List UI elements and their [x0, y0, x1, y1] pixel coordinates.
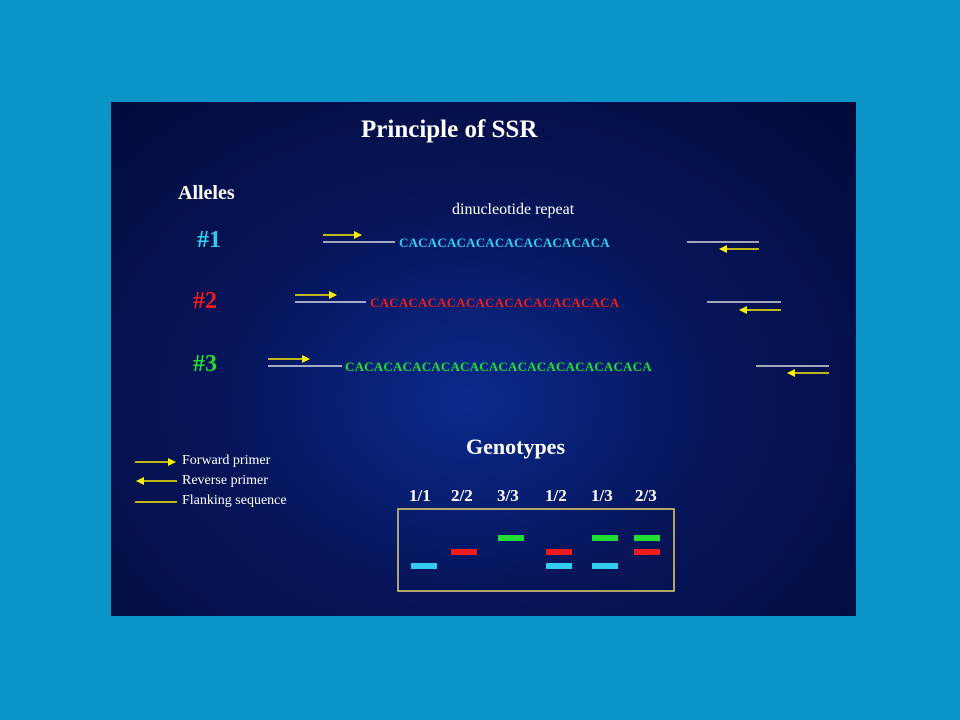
- allele-1-label: #1: [197, 227, 221, 253]
- allele-2-label: #2: [193, 288, 217, 314]
- gel-band-allele-3: [592, 535, 618, 541]
- legend-reverse-label: Reverse primer: [182, 473, 268, 488]
- lane-label: 2/2: [451, 486, 473, 505]
- legend-flank-label: Flanking sequence: [182, 493, 287, 508]
- lane-label: 1/2: [545, 486, 567, 505]
- legend-forward-label: Forward primer: [182, 453, 271, 468]
- slide-title: Principle of SSR: [361, 116, 538, 143]
- allele-3-label: #3: [193, 351, 217, 377]
- repeat-label: dinucleotide repeat: [452, 201, 575, 218]
- alleles-heading: Alleles: [178, 182, 235, 204]
- allele-2-sequence: CACACACACACACACACACACACACA: [370, 295, 620, 310]
- lane-label: 1/3: [591, 486, 613, 505]
- legend-icons: [135, 458, 177, 503]
- lane-label: 3/3: [497, 486, 519, 505]
- allele-1-construct: [323, 231, 759, 253]
- gel-band-allele-3: [498, 535, 524, 541]
- gel-band-allele-2: [546, 549, 572, 555]
- gel-band-allele-1: [546, 563, 572, 569]
- allele-1-sequence: CACACACACACACACACACACA: [399, 235, 610, 250]
- allele-2-construct: [295, 291, 781, 314]
- gel-band-allele-2: [451, 549, 477, 555]
- slide: Principle of SSR Alleles dinucleotide re…: [111, 102, 856, 616]
- lane-label: 2/3: [635, 486, 657, 505]
- allele-3-construct: [268, 355, 829, 377]
- diagram-canvas: [135, 231, 829, 592]
- genotypes-heading: Genotypes: [466, 434, 565, 459]
- gel-band-allele-3: [634, 535, 660, 541]
- gel-box: [397, 508, 675, 592]
- gel-band-allele-1: [592, 563, 618, 569]
- gel-band-allele-2: [634, 549, 660, 555]
- gel-band-allele-1: [411, 563, 437, 569]
- lane-label: 1/1: [409, 486, 431, 505]
- allele-3-sequence: CACACACACACACACACACACACACACACACA: [345, 359, 652, 374]
- gel-bands: [411, 535, 660, 569]
